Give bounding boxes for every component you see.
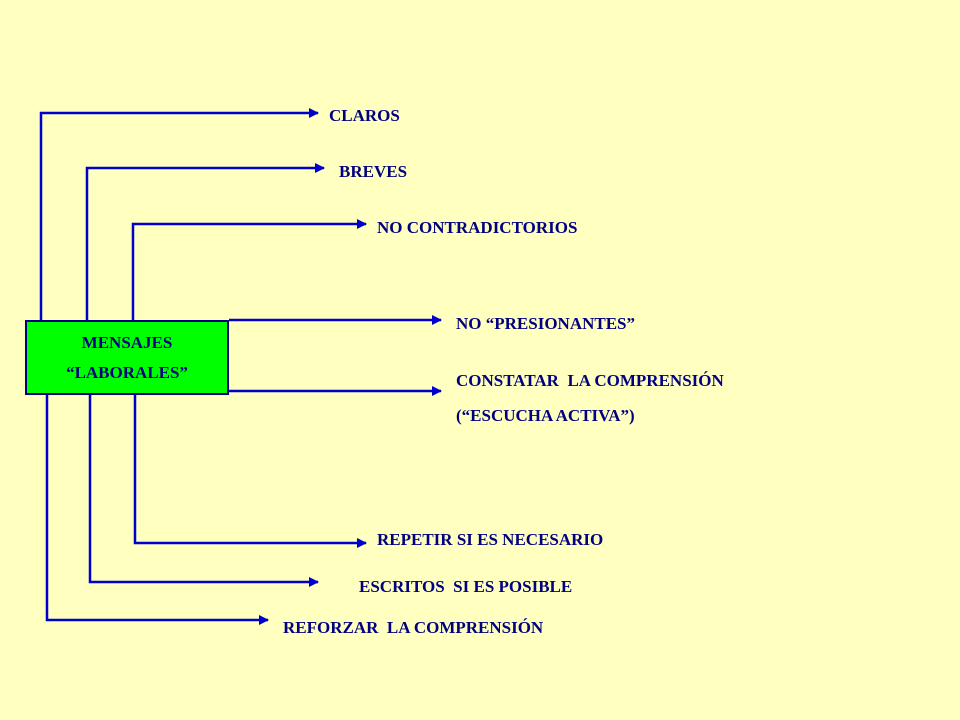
label-repetir: REPETIR SI ES NECESARIO bbox=[377, 530, 604, 549]
label-breves: BREVES bbox=[339, 162, 408, 181]
connector-claros bbox=[39, 108, 319, 320]
connector-escritos bbox=[88, 395, 319, 587]
label-escritos: ESCRITOS SI ES POSIBLE bbox=[359, 577, 573, 596]
label-claros: CLAROS bbox=[329, 106, 400, 125]
center-title-line2: “LABORALES” bbox=[66, 362, 188, 382]
connector-breves bbox=[85, 163, 325, 320]
label-no-contradictorios: NO CONTRADICTORIOS bbox=[377, 218, 578, 237]
connector-no-contradictorios bbox=[131, 219, 367, 320]
center-title-line1: MENSAJES bbox=[81, 332, 173, 352]
connector-reforzar bbox=[45, 395, 269, 625]
center-box-mensajes-laborales: MENSAJES “LABORALES” bbox=[25, 320, 229, 395]
label-no-presionantes: NO “PRESIONANTES” bbox=[456, 314, 636, 333]
label-escucha-activa: (“ESCUCHA ACTIVA”) bbox=[456, 406, 635, 425]
label-reforzar-comprension: REFORZAR LA COMPRENSIÓN bbox=[283, 618, 544, 637]
connector-repetir bbox=[133, 395, 367, 548]
label-constatar-comprension: CONSTATAR LA COMPRENSIÓN bbox=[456, 371, 724, 390]
